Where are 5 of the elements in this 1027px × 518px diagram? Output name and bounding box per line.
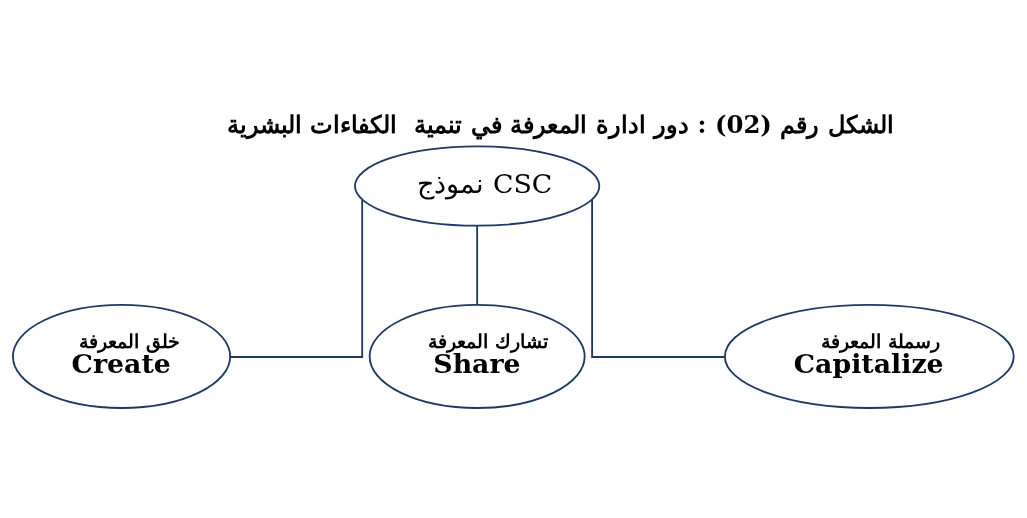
- node-ellipse: نموذج CSC: [354, 145, 601, 227]
- connector: [591, 199, 726, 358]
- connector: [476, 225, 479, 306]
- diagram-title: الشكل رقم (02) : دور ادارة المعرفة في تنمية الكفاءات البشرية: [226, 110, 894, 140]
- connector: [229, 199, 364, 358]
